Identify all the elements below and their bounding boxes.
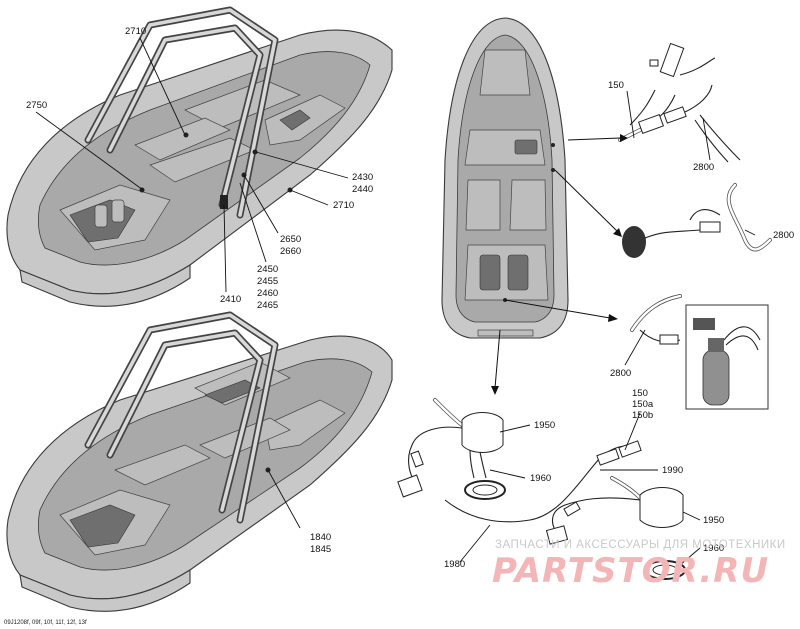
watermark-logo: PARTSTOR.RU [492,551,769,591]
leader-lines [35,37,756,566]
callout-150b: 150b [632,410,653,421]
callout-150a: 150a [632,399,654,410]
callout-2800-top: 2800 [693,162,714,173]
callout-2440: 2440 [352,184,373,195]
callout-1980: 1980 [444,559,465,570]
callout-2800-mid: 2800 [610,368,631,379]
part-pump-upper [397,398,506,500]
callout-1950-bottom: 1950 [703,515,724,526]
boat-bottom-left [6,311,393,612]
callout-1950-top: 1950 [534,420,555,431]
callout-2410: 2410 [220,294,241,305]
callout-2650: 2650 [280,234,301,245]
callout-150: 150 [632,388,648,399]
callout-2450: 2450 [257,264,278,275]
watermark-tagline: ЗАПЧАСТИ И АКСЕССУАРЫ ДЛЯ МОТОТЕХНИКИ [495,539,786,551]
callout-2710-side: 2710 [333,200,354,211]
callout-2455: 2455 [257,276,278,287]
callout-2660: 2660 [280,246,301,257]
part-sensor [622,183,772,258]
watermark: ЗАПЧАСТИ И АКСЕССУАРЫ ДЛЯ МОТОТЕХНИКИ PA… [492,539,786,591]
callout-1990: 1990 [662,465,683,476]
callout-2750: 2750 [26,100,47,111]
callout-2800-right: 2800 [773,230,794,241]
callout-2430: 2430 [352,172,373,183]
part-switch-harness [618,42,741,163]
callout-1840: 1840 [310,532,331,543]
callout-2710-top: 2710 [125,26,146,37]
part-extinguisher-harness [630,294,769,410]
callout-labels: 2710 2750 2430 2440 2710 2650 2660 2450 … [26,26,794,570]
callout-150-top: 150 [608,80,624,91]
callout-1960-top: 1960 [530,473,551,484]
callout-1960-bottom: 1960 [703,543,724,554]
part-pump-lower [444,440,686,580]
boat-top-left [6,6,393,307]
reference-code: 09J1208f, 09f, 10f, 11f, 12f, 13f [4,620,87,626]
callout-2465: 2465 [257,300,278,311]
callout-2460: 2460 [257,288,278,299]
boat-top-view [441,17,569,339]
callout-1845: 1845 [310,544,331,555]
